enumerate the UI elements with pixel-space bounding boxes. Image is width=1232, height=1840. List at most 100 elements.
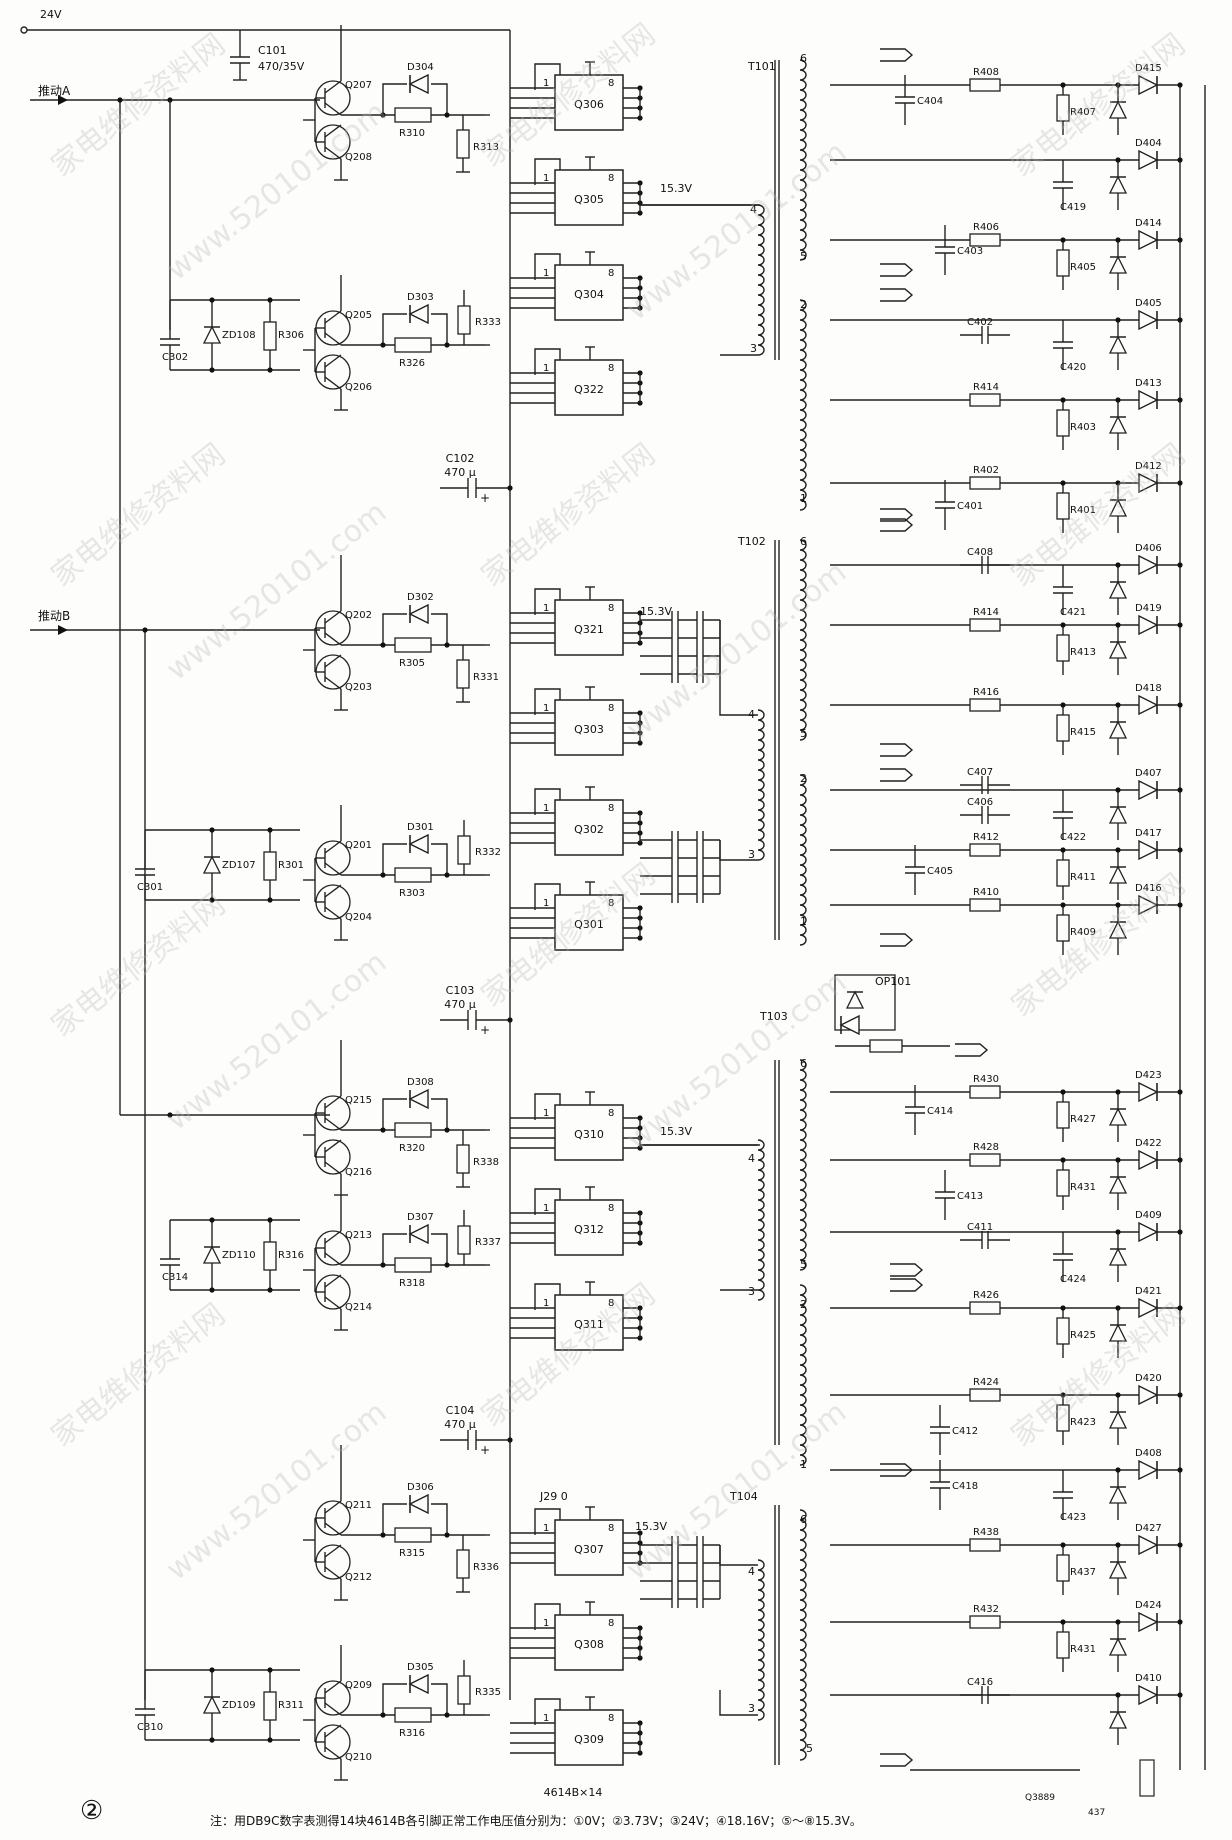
ic-pin-label: 1 <box>543 1298 549 1309</box>
transformer-t103-label: T103 <box>759 1010 788 1023</box>
zener-label: ZD109 <box>222 1700 256 1711</box>
cap-label: C418 <box>952 1481 978 1492</box>
junction-dot <box>380 1262 386 1268</box>
transistor-label: Q214 <box>345 1302 372 1313</box>
diode-label: D407 <box>1135 768 1162 779</box>
wire <box>719 1545 758 1566</box>
transistor-label: Q201 <box>345 840 372 851</box>
diode-label: D424 <box>1135 1600 1162 1611</box>
junction-dot <box>1115 1542 1121 1548</box>
junction-dot <box>1177 1392 1183 1398</box>
transistor-q202 <box>324 610 342 624</box>
junction-dot <box>142 627 148 633</box>
ic-q310 <box>554 1104 624 1161</box>
winding-pin-label: 4 <box>748 1565 755 1578</box>
transistor-label: Q210 <box>345 1752 372 1763</box>
diode-d420 <box>1138 1384 1159 1406</box>
transistor-q206 <box>324 354 342 368</box>
transistor-q203 <box>324 676 342 690</box>
resistor-label: R425 <box>1070 1330 1096 1341</box>
junction-dot <box>444 1532 450 1538</box>
transistor-q202 <box>324 632 342 646</box>
junction-dot <box>1060 622 1066 628</box>
diode-label: D418 <box>1135 683 1162 694</box>
diode-d412 <box>1138 472 1159 494</box>
junction-dot <box>444 1127 450 1133</box>
resistor-label: R415 <box>1070 727 1096 738</box>
junction-dot <box>209 1737 215 1743</box>
connector-tab <box>880 263 914 277</box>
diode-d413 <box>1138 389 1159 411</box>
cap-value: 470 μ <box>444 998 476 1011</box>
junction-dot <box>1115 787 1121 793</box>
junction-dot <box>1177 1692 1183 1698</box>
diode-d424 <box>1138 1611 1159 1633</box>
arrow-icon <box>58 95 68 105</box>
junction-dot <box>507 1017 513 1023</box>
cap-c101-ref: C101 <box>258 44 287 57</box>
junction-dot <box>1115 1467 1121 1473</box>
junction-dot <box>267 1737 273 1743</box>
resistor-label: R331 <box>473 672 499 683</box>
ic-label: Q303 <box>574 723 604 736</box>
diode-d407 <box>1138 779 1159 801</box>
wire <box>382 83 407 115</box>
resistor-r332 <box>457 835 471 865</box>
cap-label: C401 <box>957 501 983 512</box>
resistor-r414 <box>969 618 1001 632</box>
diode-label: D417 <box>1135 828 1162 839</box>
diode-d416-shunt <box>1108 920 1128 939</box>
wire <box>534 1093 561 1120</box>
wire <box>431 83 448 115</box>
resistor-r401 <box>1056 492 1070 520</box>
winding-pin-label: 6 <box>800 1057 807 1070</box>
diode-label: D408 <box>1135 1448 1162 1459</box>
ic-label: Q305 <box>574 193 604 206</box>
resistor-r405 <box>1056 249 1070 277</box>
diode-label: D404 <box>1135 138 1162 149</box>
wire <box>534 588 561 615</box>
resistor-r306 <box>263 321 277 351</box>
resistor-label: R315 <box>399 1548 425 1559</box>
resistor-r412 <box>969 843 1001 857</box>
polarity-mark: + <box>480 491 490 505</box>
resistor-r303 <box>394 867 432 883</box>
resistor-r427 <box>1056 1101 1070 1129</box>
transistor-q208 <box>324 124 342 138</box>
winding-pin-label: 2 <box>800 298 807 311</box>
transistor-label: Q211 <box>345 1500 372 1511</box>
ic-q311 <box>554 1294 624 1351</box>
diode-d406 <box>1138 554 1159 576</box>
diode-d407-shunt <box>1108 805 1128 824</box>
winding-pin-label: 1 <box>800 1458 807 1471</box>
wire <box>382 843 407 875</box>
junction-dot <box>267 827 273 833</box>
wire <box>534 1283 561 1310</box>
cap-label: C424 <box>1060 1274 1086 1285</box>
junction-dot <box>1060 1542 1066 1548</box>
transistor-q204 <box>324 884 342 898</box>
diode-d427-shunt <box>1108 1560 1128 1579</box>
rail-label: 15.3V <box>660 182 692 195</box>
winding-pin-label: 5 <box>806 1742 813 1755</box>
ic-label: Q304 <box>574 288 604 301</box>
transistor-q213 <box>324 1252 342 1266</box>
winding-pin-label: 2 <box>800 1298 807 1311</box>
wire <box>431 613 448 645</box>
ic-pin-label: 8 <box>608 1618 614 1629</box>
resistor-r310 <box>394 107 432 123</box>
connector-tab <box>890 1263 924 1277</box>
junction-dot <box>267 297 273 303</box>
junction-dot <box>1060 82 1066 88</box>
ic-q303 <box>554 699 624 756</box>
junction-dot <box>1115 237 1121 243</box>
cap-label: C402 <box>967 317 993 328</box>
resistor-r335 <box>457 1675 471 1705</box>
resistor-r425 <box>1056 1317 1070 1345</box>
resistor-r438 <box>969 1538 1001 1552</box>
transistor-label: Q203 <box>345 682 372 693</box>
ic-q305 <box>554 169 624 226</box>
diode-d409-shunt <box>1108 1247 1128 1266</box>
ic-q309 <box>554 1709 624 1766</box>
resistor-label: R405 <box>1070 262 1096 273</box>
